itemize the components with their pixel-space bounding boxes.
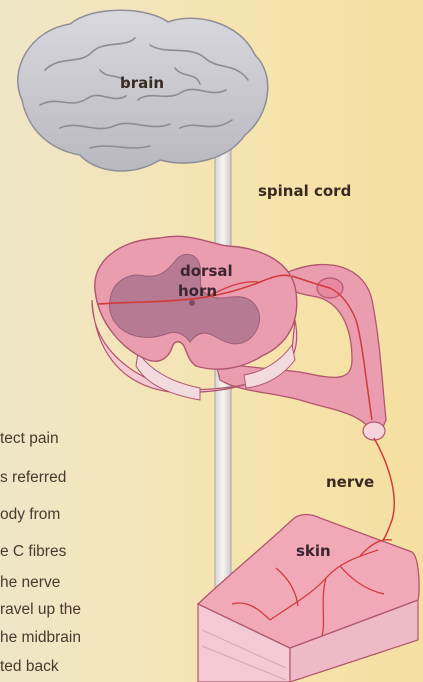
skin-label: skin bbox=[296, 542, 331, 560]
body-text-line: ravel up the bbox=[0, 601, 81, 618]
body-text-line: ted back bbox=[0, 658, 59, 675]
body-text-line: s referred bbox=[0, 469, 66, 486]
body-text-line: ody from bbox=[0, 506, 60, 523]
brain-label: brain bbox=[120, 74, 164, 92]
body-text-line: he nerve bbox=[0, 574, 60, 591]
dorsal-horn-label-line2: horn bbox=[178, 282, 217, 300]
brain: brain bbox=[18, 10, 268, 171]
body-text-line: tect pain bbox=[0, 430, 59, 447]
body-text-line: e C fibres bbox=[0, 543, 67, 560]
dorsal-horn-label-line1: dorsal bbox=[180, 262, 233, 280]
spinal-cord-label: spinal cord bbox=[258, 182, 351, 200]
nerve-label: nerve bbox=[326, 473, 374, 491]
body-text-line: he midbrain bbox=[0, 629, 81, 646]
